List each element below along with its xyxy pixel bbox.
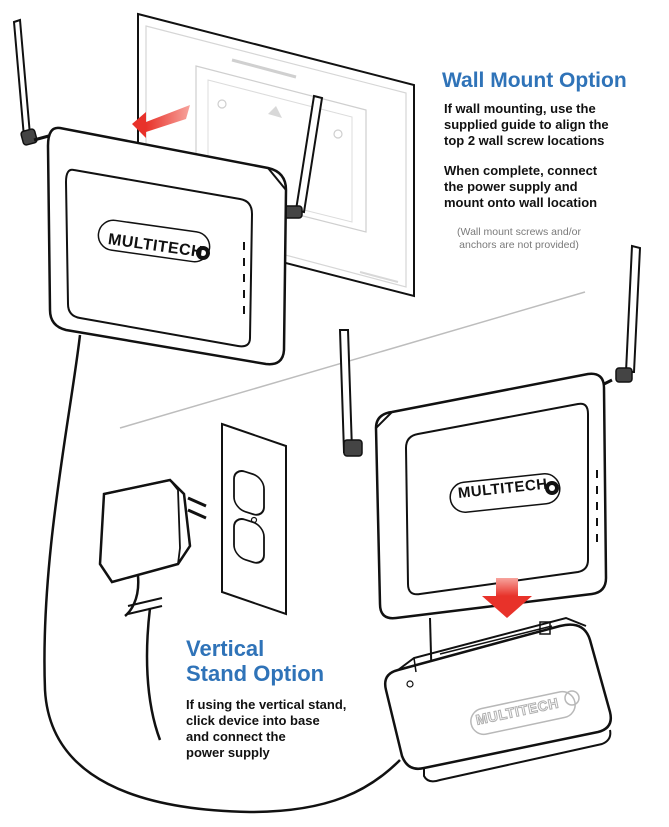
wall-mount-title: Wall Mount Option [442, 69, 627, 92]
stand-line: click device into base [186, 713, 320, 728]
red-arrow [482, 578, 532, 618]
section-divider [119, 291, 586, 429]
title-line: Stand Option [186, 661, 325, 686]
vertical-stand-title: Vertical Stand Option [186, 636, 324, 686]
stand-line: If using the vertical stand, [186, 697, 347, 712]
note-line: anchors are not provided) [459, 239, 579, 251]
red-arrow [132, 105, 190, 138]
power-cable [43, 334, 401, 814]
router-device [338, 244, 642, 620]
note-line: (Wall mount screws and/or [457, 226, 581, 238]
wall-mount-line: supplied guide to align the [444, 117, 609, 132]
vertical-stand-instructions: If using the vertical stand, click devic… [186, 697, 346, 761]
wall-mount-instructions: If wall mounting, use the supplied guide… [444, 101, 609, 149]
wall-outlet [221, 422, 287, 616]
router-device [12, 18, 324, 366]
stand-line: power supply [186, 745, 270, 760]
power-adapter [98, 478, 207, 741]
wall-mount-line: mount onto wall location [444, 195, 598, 210]
wall-mount-line: If wall mounting, use the [444, 101, 596, 116]
wall-mount-line: When complete, connect [444, 163, 598, 178]
wall-mount-note: (Wall mount screws and/or anchors are no… [444, 226, 594, 252]
wall-mount-line: the power supply and [444, 179, 578, 194]
stand-line: and connect the [186, 729, 286, 744]
wall-mount-line: top 2 wall screw locations [444, 133, 605, 148]
vertical-stand-base [384, 616, 612, 783]
title-line: Vertical [186, 636, 265, 661]
wall-mount-instructions-2: When complete, connect the power supply … [444, 163, 597, 211]
